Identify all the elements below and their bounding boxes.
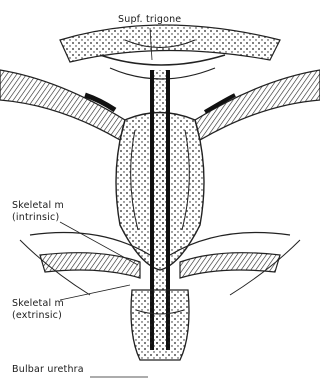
label-sphincter-extrinsic-line1: Skeletal m (12, 298, 64, 309)
label-bulbar-urethra: Bulbar urethra (12, 364, 84, 375)
label-superficial-trigone: Supf. trigone (118, 14, 181, 25)
bulbar-urethra-tube (131, 290, 189, 360)
label-sphincter-intrinsic-line1: Skeletal m (12, 200, 64, 211)
leader-extrinsic (60, 285, 130, 300)
left-pelvic-band (0, 70, 125, 140)
label-sphincter-intrinsic-line2: (intrinsic) (12, 212, 59, 223)
right-pelvic-band (195, 70, 320, 140)
label-sphincter-extrinsic-line2: (extrinsic) (12, 310, 62, 321)
